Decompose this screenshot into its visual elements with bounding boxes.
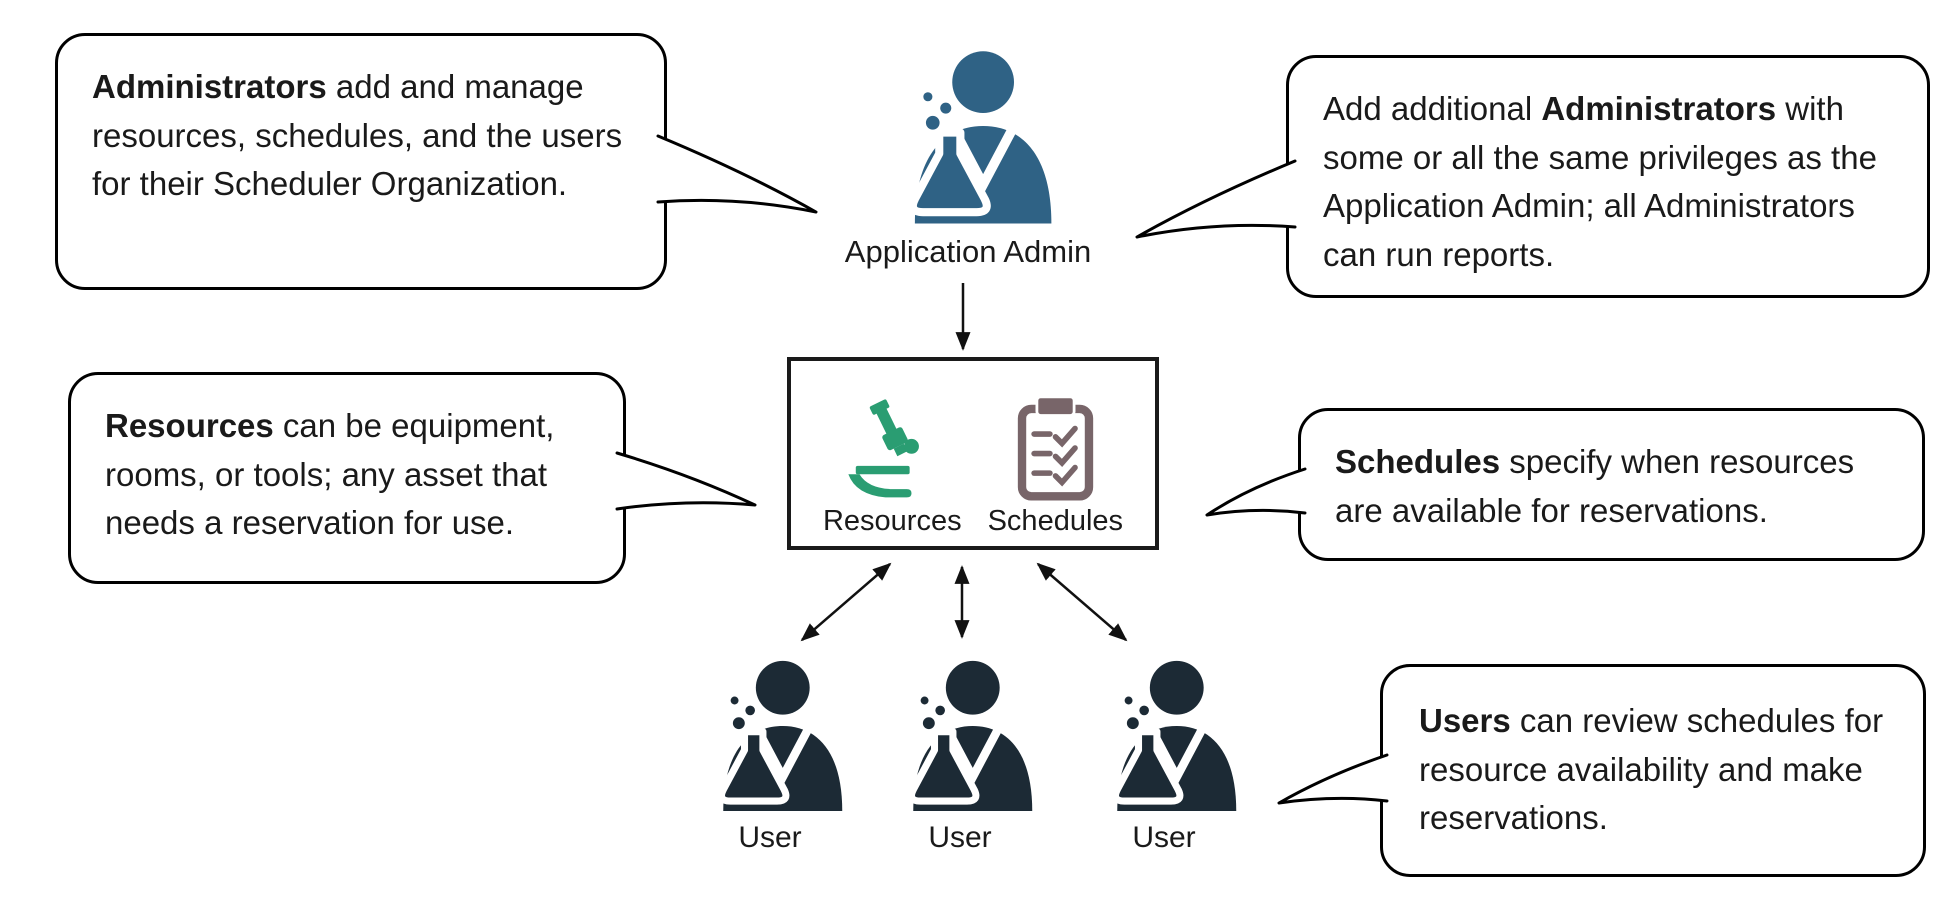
callout-tail-right-icon: [615, 451, 757, 511]
callout-resources: Resources can be equipment, rooms, or to…: [68, 372, 757, 584]
user-label: User: [738, 820, 802, 854]
callout-schedules: Schedules specify when resources are ava…: [1205, 408, 1925, 561]
user-label: User: [928, 820, 992, 854]
callout-administrators-manage: Administrators add and manage resources,…: [55, 33, 818, 290]
schedules-label: Schedules: [987, 505, 1124, 537]
user-node-1: User: [684, 658, 856, 855]
microscope-icon: [840, 399, 944, 503]
callout-tail-right-icon: [656, 134, 818, 214]
double-arrow-box-to-user-1: [800, 562, 892, 642]
callout-additional-administrators: Add additional Administrators with some …: [1135, 55, 1930, 298]
callout-administrators-manage-text: Administrators add and manage resources,…: [92, 68, 623, 202]
schedules-item: Schedules: [988, 395, 1123, 538]
resources-label: Resources: [822, 505, 962, 537]
person-with-flask-icon: [1079, 658, 1249, 817]
resources-item: Resources: [823, 399, 962, 538]
person-with-flask-icon: [685, 658, 855, 817]
user-label: User: [1132, 820, 1196, 854]
callout-schedules-text: Schedules specify when resources are ava…: [1335, 443, 1855, 529]
callout-tail-left-icon: [1205, 467, 1307, 517]
person-with-flask-icon: [871, 48, 1066, 230]
resources-schedules-box: Resources Schedules: [787, 357, 1159, 550]
arrow-admin-to-box: [955, 283, 971, 351]
application-admin-label: Application Admin: [844, 234, 1092, 269]
callout-resources-text: Resources can be equipment, rooms, or to…: [105, 407, 555, 541]
double-arrow-box-to-user-3: [1036, 562, 1128, 642]
application-admin-node: Application Admin: [845, 48, 1091, 270]
user-node-3: User: [1078, 658, 1250, 855]
callout-additional-administrators-text: Add additional Administrators with some …: [1323, 90, 1877, 273]
clipboard-checklist-icon: [1009, 395, 1102, 503]
user-node-2: User: [874, 658, 1046, 855]
callout-tail-left-icon: [1277, 753, 1389, 805]
callout-users-text: Users can review schedules for resource …: [1419, 702, 1884, 836]
person-with-flask-icon: [875, 658, 1045, 817]
double-arrow-box-to-user-2: [954, 565, 970, 639]
callout-users: Users can review schedules for resource …: [1277, 664, 1926, 877]
callout-tail-left-icon: [1135, 159, 1297, 239]
